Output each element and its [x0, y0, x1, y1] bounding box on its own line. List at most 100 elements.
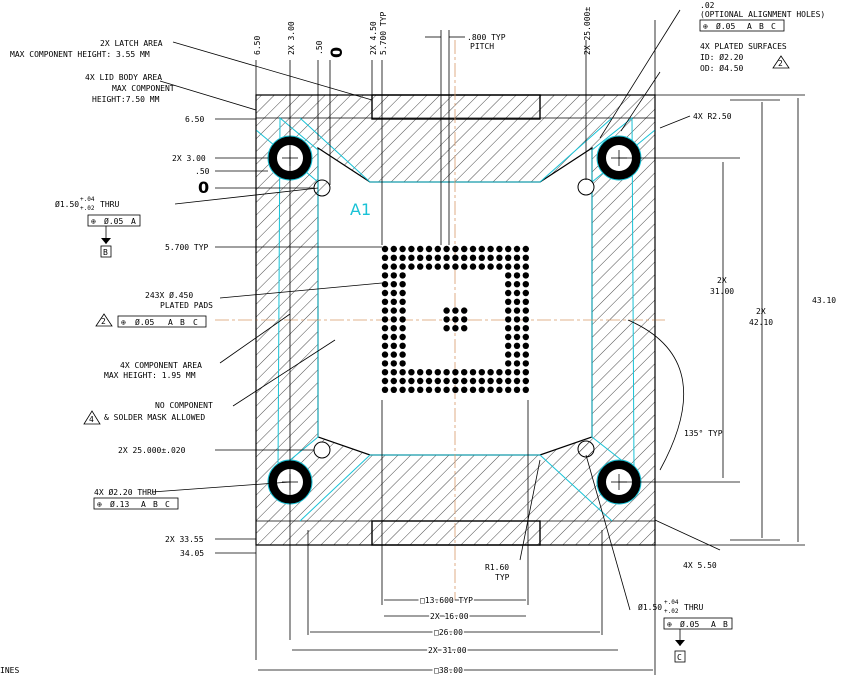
bga-pad — [381, 342, 389, 349]
bga-pad — [381, 263, 389, 270]
svg-text:NO COMPONENT: NO COMPONENT — [155, 401, 213, 410]
bga-pad — [390, 289, 397, 297]
bga-pad — [399, 360, 406, 367]
bga-pad — [505, 316, 512, 323]
bga-pad — [478, 245, 485, 253]
svg-text:R1.60: R1.60 — [485, 563, 509, 572]
bga-pad — [513, 325, 521, 332]
svg-text:34.05: 34.05 — [180, 549, 204, 558]
bga-pad-array — [381, 245, 529, 393]
svg-text:A: A — [141, 500, 146, 509]
svg-text:6.50: 6.50 — [253, 36, 262, 55]
bga-pad — [522, 245, 529, 253]
bga-pad — [390, 316, 397, 323]
bga-pad — [408, 254, 415, 261]
svg-text:2X 3.00: 2X 3.00 — [287, 21, 296, 55]
bga-pad — [461, 254, 468, 261]
bga-pad — [390, 342, 397, 349]
bga-pad — [408, 245, 415, 253]
svg-text:4: 4 — [89, 415, 94, 424]
bga-pad — [425, 377, 433, 385]
alignment-hole-d — [577, 440, 595, 458]
bga-pad — [522, 342, 529, 349]
bga-pad — [522, 307, 529, 314]
bga-pad — [390, 377, 397, 385]
hole-thru-callout-2: Ø1.50 +.04 +.02 THRU ⊕ Ø.05 A B C — [638, 599, 733, 663]
bga-pad — [513, 254, 521, 261]
bga-pad — [399, 245, 406, 253]
svg-text:HEIGHT:7.50 MM: HEIGHT:7.50 MM — [92, 95, 160, 104]
svg-text:.50: .50 — [315, 40, 324, 55]
bga-pad — [469, 245, 477, 253]
bga-pad — [452, 386, 459, 393]
bottom-dimension-lines — [258, 454, 721, 671]
bga-pad — [496, 386, 503, 393]
bga-pad — [381, 333, 389, 341]
bga-pad — [513, 377, 521, 385]
bga-pad — [522, 386, 529, 393]
bga-pad — [505, 263, 512, 270]
component-area-callout: 4X COMPONENT AREA MAX HEIGHT: 1.95 MM NO… — [83, 361, 213, 425]
bga-pad — [399, 298, 406, 305]
bga-pad — [390, 325, 397, 332]
angle-arc — [627, 319, 685, 471]
bga-pad — [496, 369, 503, 376]
bga-pad — [408, 386, 415, 393]
bga-pad — [390, 298, 397, 305]
bga-pad — [443, 377, 450, 385]
bga-pad — [487, 245, 494, 253]
right-dimension-labels: 2X 31.00 2X 42.10 43.10 — [710, 276, 836, 327]
callout-top-left: 2X LATCH AREA MAX COMPONENT HEIGHT: 3.55… — [10, 39, 175, 104]
svg-text:2X 25.000±: 2X 25.000± — [583, 7, 592, 55]
bga-pad — [417, 369, 424, 376]
svg-text:⊕: ⊕ — [97, 500, 102, 509]
alignment-hole-b — [577, 178, 595, 196]
bga-pad — [513, 369, 521, 376]
bga-pad — [496, 377, 503, 385]
bga-pad — [461, 263, 468, 270]
bga-pad — [461, 325, 468, 332]
left-dimension-labels: 6.50 2X 3.00 .50 0 5.700 TYP 2X 25.000±.… — [118, 115, 210, 558]
svg-text:A: A — [711, 620, 716, 629]
bga-pad — [381, 289, 389, 297]
bga-pad — [461, 307, 468, 314]
extension-lines — [255, 20, 656, 675]
bga-pad — [399, 289, 406, 297]
bga-pad — [417, 263, 424, 270]
r250-label: 4X R2.50 — [693, 112, 732, 121]
bga-pad — [390, 333, 397, 341]
bga-pad — [505, 298, 512, 305]
bga-pad — [381, 254, 389, 261]
bga-pad — [505, 369, 512, 376]
bga-pad — [434, 377, 441, 385]
svg-text:& SOLDER MASK ALLOWED: & SOLDER MASK ALLOWED — [104, 413, 205, 422]
svg-text:C: C — [677, 653, 682, 662]
bga-pad — [496, 254, 503, 261]
bga-pad — [513, 298, 521, 305]
svg-text:C: C — [193, 318, 198, 327]
bga-pad — [443, 245, 450, 253]
svg-text:□26.00: □26.00 — [434, 628, 463, 637]
svg-text:2X 25.000±.020: 2X 25.000±.020 — [118, 446, 186, 455]
bga-pad — [505, 289, 512, 297]
svg-text:ID: Ø2.20: ID: Ø2.20 — [700, 52, 744, 62]
bga-pad — [469, 254, 477, 261]
bga-pad — [478, 377, 485, 385]
bga-pad — [399, 272, 406, 279]
svg-text:+.04: +.04 — [664, 599, 679, 606]
bga-pad — [522, 377, 529, 385]
bga-pad — [399, 386, 406, 393]
bga-pad — [505, 254, 512, 261]
bga-pad — [452, 316, 459, 323]
svg-text:C: C — [771, 22, 776, 31]
bga-pad — [390, 254, 397, 261]
bga-pad — [513, 342, 521, 349]
svg-text:243X Ø.450: 243X Ø.450 — [145, 290, 193, 300]
bga-pad — [417, 377, 424, 385]
bga-pad — [399, 281, 406, 288]
pads-callout: 243X Ø.450 PLATED PADS 2 ⊕ Ø.05 A B C — [95, 290, 213, 328]
svg-text:⊕: ⊕ — [91, 217, 96, 226]
svg-text:42.10: 42.10 — [749, 318, 773, 327]
svg-text:4X PLATED SURFACES: 4X PLATED SURFACES — [700, 42, 787, 51]
bga-pad — [425, 263, 433, 270]
